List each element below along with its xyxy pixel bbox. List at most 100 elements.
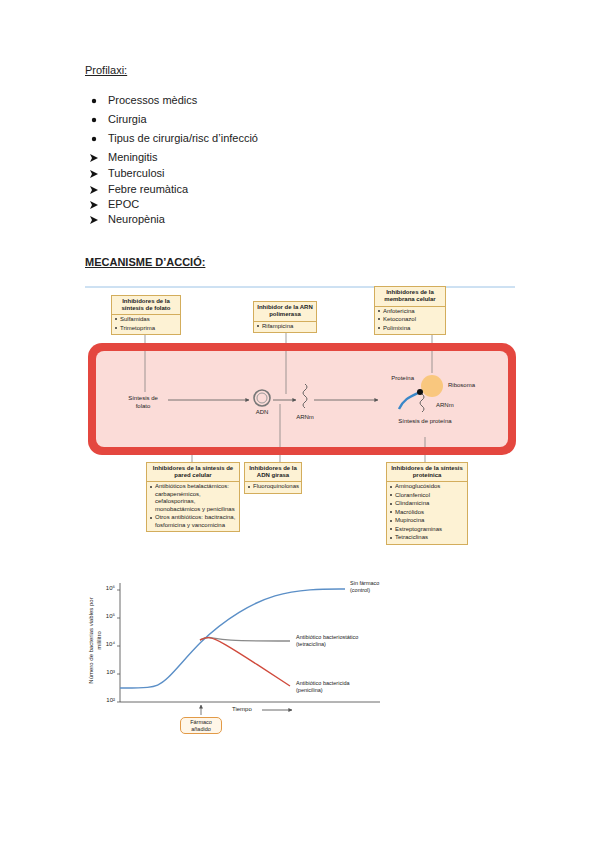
drug-name: Macrólidos xyxy=(395,509,424,515)
list-entry: Clindamicina xyxy=(387,499,467,508)
list-item: Cirurgia xyxy=(108,113,328,127)
bullet xyxy=(150,486,152,488)
bullet xyxy=(150,517,152,519)
callout-box: Fármaco añadido xyxy=(180,717,222,734)
list-entry: Macrólidos xyxy=(387,508,467,517)
bullet xyxy=(257,325,259,327)
drug-name: Otros antibióticos: bacitracina, fosfomi… xyxy=(155,514,235,528)
drug-class-box: Inhibidores de la síntesis de pared celu… xyxy=(146,462,240,532)
bullet xyxy=(390,486,392,488)
axis-tick: 10² xyxy=(88,697,115,705)
list-item: Neuropènia xyxy=(108,213,328,227)
drug-name: Fluoroquinolonas xyxy=(253,483,299,489)
cell-illustration xyxy=(145,351,443,447)
list-item: Tipus de cirurgia/risc d’infecció xyxy=(108,132,368,146)
list-entry: Polimixina xyxy=(375,324,445,333)
drug-name: Antibióticos betalactámicos: carbapenémi… xyxy=(155,483,235,512)
box-heading: Inhibidores de la síntesis de pared celu… xyxy=(147,463,239,482)
box-heading: Inhibidores de la ADN girasa xyxy=(245,463,301,482)
list-entry: Sulfamidas xyxy=(112,315,180,324)
figure-rule xyxy=(85,287,515,288)
drug-class-box: Inhibidor de la ARN polimerasaRifampicin… xyxy=(253,301,317,333)
box-heading: Inhibidores de la membrana celular xyxy=(375,287,445,306)
drug-class-box: Inhibidores de la síntesis proteínicaAmi… xyxy=(386,462,468,545)
series-label: Antibiótico bacteriostático (tetraciclin… xyxy=(296,634,372,648)
list-entry: Cloranfenicol xyxy=(387,491,467,500)
list-entry: Aminoglucósidos xyxy=(387,482,467,491)
bullet xyxy=(378,318,380,320)
list-bullets xyxy=(90,99,98,224)
axis-title: Tiempo xyxy=(232,706,262,714)
leader-connector xyxy=(432,335,433,343)
drug-name: Sulfamidas xyxy=(120,316,150,322)
drug-name: Aminoglucósidos xyxy=(395,483,440,489)
list-item: Tuberculosi xyxy=(108,167,328,181)
drug-name: Cloranfenicol xyxy=(395,492,430,498)
bullet xyxy=(115,318,117,320)
list-entry: Fluoroquinolonas xyxy=(245,482,301,491)
list-item: EPOC xyxy=(108,198,328,212)
leader-connector xyxy=(145,335,146,343)
leader-connector xyxy=(286,333,287,343)
section-heading: Profilaxi: xyxy=(85,64,205,78)
drug-class-box: Inhibidores de la ADN girasaFluoroquinol… xyxy=(244,462,302,494)
bullet xyxy=(390,494,392,496)
cell-part-label: Ribosoma xyxy=(448,382,488,390)
cell-part-label: Síntesis de proteína xyxy=(398,418,452,426)
bullet xyxy=(390,528,392,530)
cell-part-label: ARNm xyxy=(293,414,317,422)
cell-wall xyxy=(88,343,516,455)
bullet xyxy=(390,511,392,513)
bullet xyxy=(378,310,380,312)
drug-name: Polimixina xyxy=(383,325,410,331)
list-entry: Rifampicina xyxy=(254,322,316,331)
box-heading: Inhibidores de la síntesis de folato xyxy=(112,296,180,315)
list-entry: Antibióticos betalactámicos: carbapenémi… xyxy=(147,482,239,513)
cell-interior xyxy=(96,351,508,447)
list-entry: Estreptograminas xyxy=(387,525,467,534)
drug-class-box: Inhibidores de la síntesis de folatoSulf… xyxy=(111,295,181,335)
series-label: Antibiótico bactericida (penicilina) xyxy=(296,680,372,694)
bullet xyxy=(390,537,392,539)
bullet xyxy=(248,486,250,488)
list-entry: Otros antibióticos: bacitracina, fosfomi… xyxy=(147,513,239,529)
drug-name: Anfotericina xyxy=(383,308,415,314)
list-entry: Tetraciclinas xyxy=(387,533,467,542)
drug-name: Rifampicina xyxy=(262,323,293,329)
leader-connector xyxy=(192,455,193,462)
cell-part-label: Síntesis de folato xyxy=(120,395,166,410)
cell-part-label: ARNm xyxy=(436,402,466,410)
list-entry: Anfotericina xyxy=(375,307,445,316)
axis-tick: 10⁶ xyxy=(88,585,115,593)
bullet xyxy=(378,327,380,329)
callout-text: Fármaco añadido xyxy=(183,719,219,732)
bacterial-cell: Síntesis de folatoADN ARNm ProteínaRibosom… xyxy=(88,343,516,455)
cell-part-label: ADN xyxy=(252,409,272,417)
bullet xyxy=(115,327,117,329)
drug-class-box: Inhibidores de la membrana celularAnfote… xyxy=(374,286,446,335)
list-entry: Mupirocina xyxy=(387,516,467,525)
leader-connector xyxy=(280,455,281,462)
leader-connector xyxy=(425,455,426,462)
cell-part-label: Proteína xyxy=(368,375,414,383)
drug-name: Clindamicina xyxy=(395,500,429,506)
drug-name: Estreptograminas xyxy=(395,526,442,532)
box-heading: Inhibidores de la síntesis proteínica xyxy=(387,463,467,482)
bullet xyxy=(390,520,392,522)
drug-name: Mupirocina xyxy=(395,517,424,523)
drug-name: Ketoconazol xyxy=(383,316,416,322)
list-item: Processos mèdics xyxy=(108,94,328,108)
section-heading: MECANISME D’ACCIÓ: xyxy=(85,256,285,270)
axis-title: Número de bacterias viables por mililitr… xyxy=(88,591,103,691)
box-heading: Inhibidor de la ARN polimerasa xyxy=(254,302,316,321)
growth-chart xyxy=(117,583,380,715)
list-item: Meningitis xyxy=(108,151,328,165)
list-item: Febre reumàtica xyxy=(108,183,328,197)
list-entry: Ketoconazol xyxy=(375,315,445,324)
series-label: Sin fármaco (control) xyxy=(350,580,394,594)
drug-name: Tetraciclinas xyxy=(395,534,428,540)
list-entry: Trimetoprima xyxy=(112,324,180,333)
bullet xyxy=(390,503,392,505)
